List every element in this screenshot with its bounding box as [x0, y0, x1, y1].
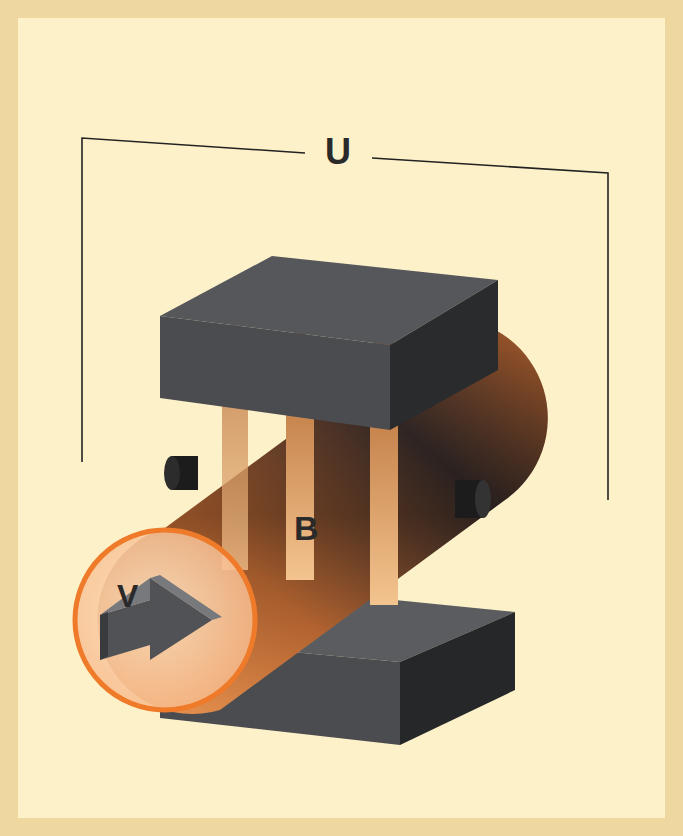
- flow-arrow: [100, 575, 222, 660]
- top-magnet: [160, 256, 498, 430]
- field-label: B: [294, 511, 319, 545]
- panel: [18, 18, 665, 818]
- velocity-label: V: [117, 580, 138, 612]
- pipe-opening: [75, 530, 255, 710]
- electrode: [164, 456, 491, 518]
- voltage-label: U: [325, 134, 351, 170]
